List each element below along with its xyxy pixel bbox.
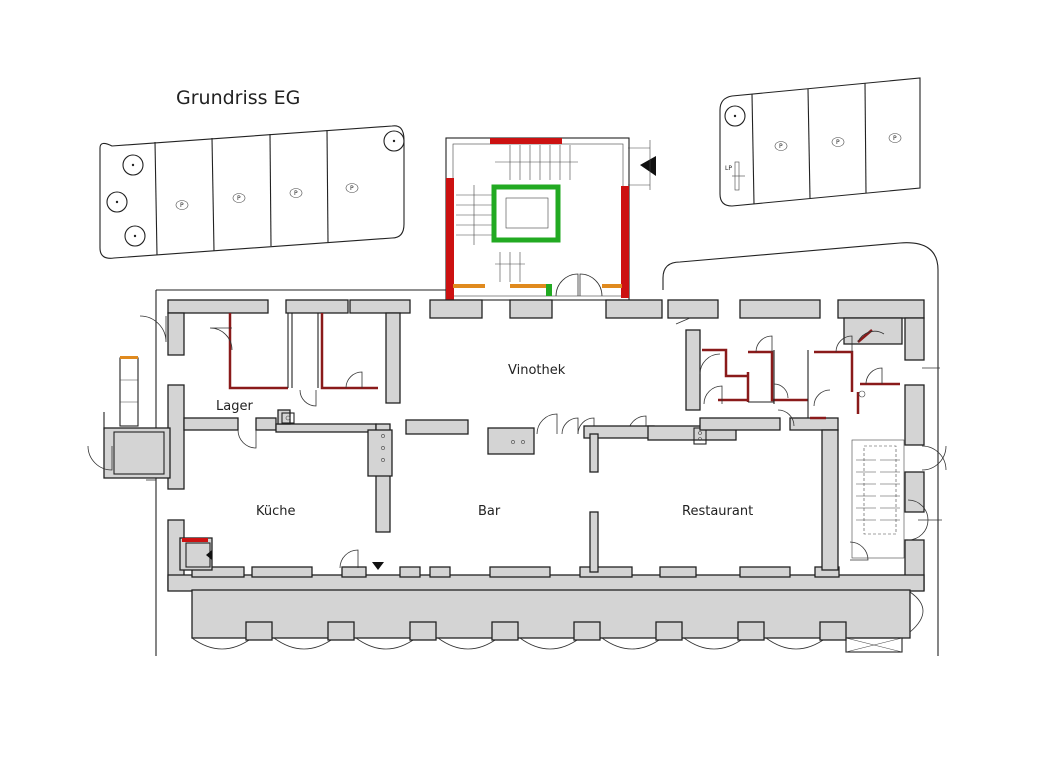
parking-area-left: P P P P: [99, 125, 405, 259]
svg-text:P: P: [294, 190, 298, 197]
parking-icon: P: [345, 183, 359, 193]
entrance-arrow-icon: [640, 156, 656, 176]
tree-icon: [122, 154, 144, 176]
tree-icon: [383, 130, 405, 152]
room-label-lager: Lager: [216, 399, 253, 414]
parking-icon: P: [774, 141, 788, 151]
svg-text:P: P: [350, 185, 354, 192]
parking-icon: P: [175, 200, 189, 210]
stair-tower: [445, 137, 656, 301]
parking-icon: P: [831, 137, 845, 147]
room-label-restaurant: Restaurant: [682, 504, 753, 519]
svg-text:P: P: [893, 135, 897, 142]
parking-area-right: LP P P P: [719, 77, 921, 207]
svg-text:P: P: [180, 202, 184, 209]
room-label-kueche: Küche: [256, 504, 296, 519]
room-label-vinothek: Vinothek: [508, 363, 566, 378]
svg-text:P: P: [779, 143, 783, 150]
svg-text:LP: LP: [725, 165, 732, 172]
tree-icon: [724, 105, 746, 127]
tree-icon: [124, 225, 146, 247]
parking-icon: P: [232, 193, 246, 203]
cross-hatch-box: [845, 637, 903, 653]
plan-title: Grundriss EG: [176, 87, 300, 109]
entrance-arrow-icon: [372, 562, 384, 570]
room-label-bar: Bar: [478, 504, 501, 519]
tree-icon: [106, 191, 128, 213]
lp-post-icon: LP: [725, 161, 745, 191]
svg-text:P: P: [237, 195, 241, 202]
parking-icon: P: [888, 133, 902, 143]
parking-icon: P: [289, 188, 303, 198]
main-building: [87, 242, 947, 656]
svg-text:P: P: [836, 139, 840, 146]
